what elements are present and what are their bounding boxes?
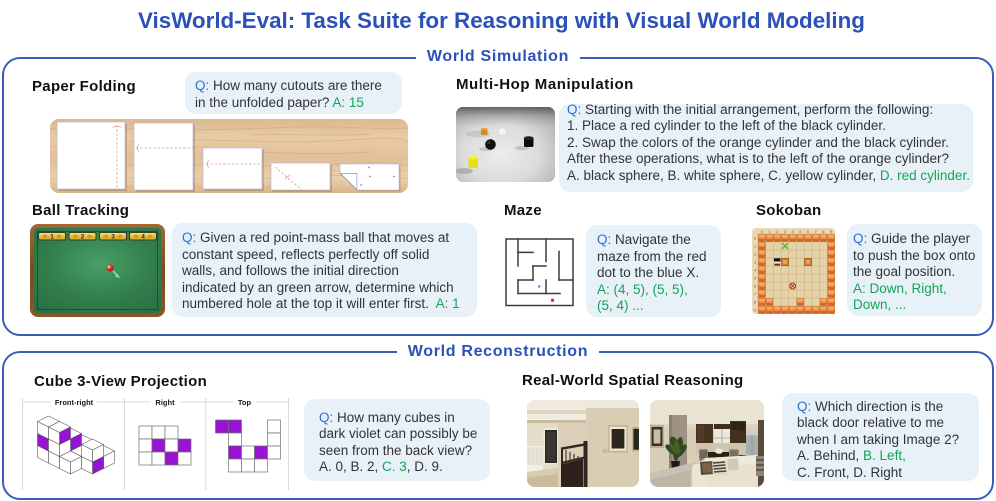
svg-text:Right: Right xyxy=(155,398,175,407)
svg-text:3: 3 xyxy=(754,259,757,264)
svg-text:7: 7 xyxy=(815,229,818,234)
svg-text:1: 1 xyxy=(50,234,54,241)
svg-text:7: 7 xyxy=(754,291,757,296)
svg-text:Front-right: Front-right xyxy=(55,398,94,407)
svg-text:3: 3 xyxy=(784,229,787,234)
svg-text:0: 0 xyxy=(761,229,764,234)
svg-text:9: 9 xyxy=(754,307,757,312)
svg-text:1: 1 xyxy=(768,229,771,234)
svg-text:4: 4 xyxy=(754,267,757,272)
svg-text:6: 6 xyxy=(807,229,810,234)
svg-text:4: 4 xyxy=(141,234,145,241)
svg-text:6: 6 xyxy=(754,283,757,288)
svg-text:2: 2 xyxy=(776,229,779,234)
svg-text:1: 1 xyxy=(754,243,757,248)
svg-text:4: 4 xyxy=(791,229,794,234)
svg-text:2: 2 xyxy=(81,234,85,241)
svg-text:0: 0 xyxy=(754,235,757,240)
svg-text:3: 3 xyxy=(111,234,115,241)
svg-text:Top: Top xyxy=(238,398,252,407)
svg-text:8: 8 xyxy=(822,229,825,234)
svg-text:5: 5 xyxy=(799,229,802,234)
svg-text:5: 5 xyxy=(754,275,757,280)
svg-text:9: 9 xyxy=(830,229,833,234)
svg-text:8: 8 xyxy=(754,299,757,304)
svg-text:2: 2 xyxy=(754,251,757,256)
